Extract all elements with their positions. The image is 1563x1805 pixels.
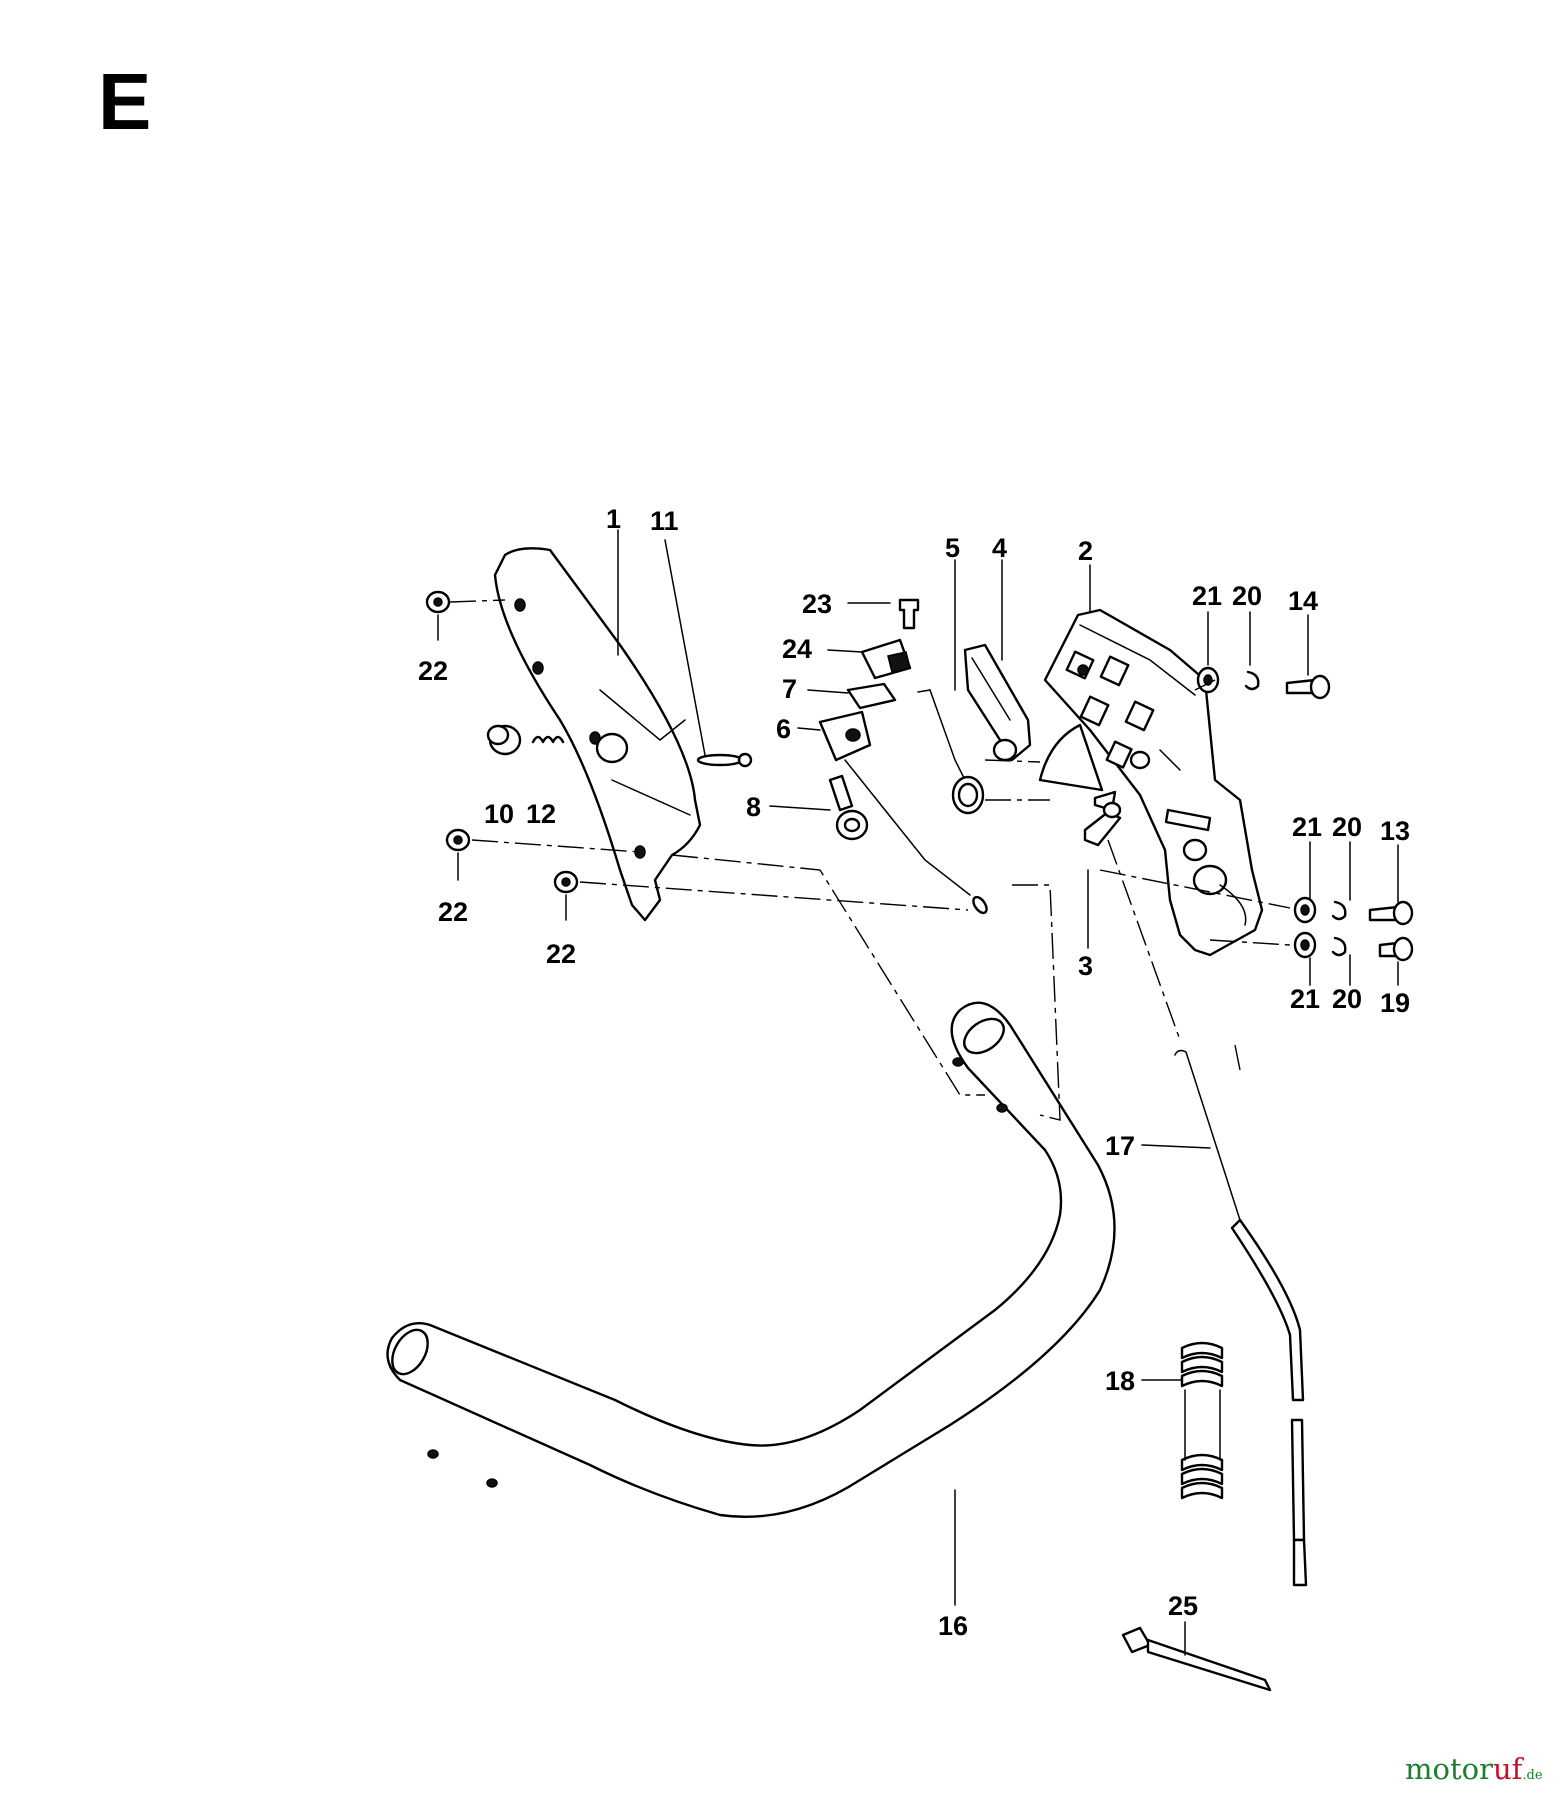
tool-25 — [1121, 1626, 1272, 1692]
handle-bar-end — [963, 1017, 1005, 1055]
callout-8: 8 — [746, 792, 761, 822]
handle-bar-hole — [486, 1478, 498, 1488]
callout-21: 21 — [1290, 984, 1320, 1014]
assembly-line — [984, 759, 1041, 763]
assembly-line — [1194, 679, 1216, 691]
assembly-line — [579, 881, 969, 911]
callout-13: 13 — [1380, 816, 1410, 846]
assembly-line — [1234, 1044, 1241, 1071]
callout-16: 16 — [938, 1611, 968, 1641]
callout-12: 12 — [526, 799, 556, 829]
nut-22 — [553, 870, 579, 894]
switch-6 — [818, 710, 872, 762]
callout-14: 14 — [1288, 586, 1318, 616]
plate-7 — [846, 682, 897, 710]
callout-24: 24 — [782, 634, 812, 664]
assembly-line — [1209, 939, 1291, 946]
assembly-line — [671, 854, 985, 1096]
assembly-line — [1099, 869, 1291, 909]
watermark-logo: motoruf.de — [1405, 1752, 1543, 1786]
assembly-line — [1012, 884, 1061, 1121]
lockwasher-20 — [1331, 936, 1347, 957]
callout-3: 3 — [1078, 951, 1093, 981]
ring-8 — [828, 774, 869, 841]
callout-17: 17 — [1105, 1131, 1135, 1161]
callout-6: 6 — [776, 714, 791, 744]
screw-19 — [1378, 936, 1414, 962]
callout-labels: 1 11 5 4 2 23 24 7 6 8 22 10 12 22 22 21… — [418, 504, 1410, 1641]
callout-20: 20 — [1332, 984, 1362, 1014]
screw-23 — [898, 598, 920, 630]
section-letter: E — [98, 57, 152, 146]
handle-bar-hole — [427, 1449, 439, 1459]
callout-25: 25 — [1168, 1591, 1198, 1621]
washer-21 — [1293, 931, 1317, 959]
callout-7: 7 — [782, 674, 797, 704]
nut-22 — [445, 828, 471, 852]
callout-11: 11 — [650, 506, 679, 536]
pin-11 — [696, 753, 744, 767]
nut-22 — [425, 590, 451, 614]
screw-13 — [1368, 900, 1414, 926]
callout-23: 23 — [802, 589, 832, 619]
assembly-line — [471, 839, 641, 853]
leader-lines — [437, 529, 1399, 1656]
callout-22: 22 — [438, 897, 468, 927]
callout-4: 4 — [992, 533, 1007, 563]
callout-21: 21 — [1192, 581, 1222, 611]
trigger-3 — [1038, 723, 1104, 792]
callout-5: 5 — [945, 533, 960, 563]
spring-18 — [1180, 1341, 1224, 1500]
callout-18: 18 — [1105, 1366, 1135, 1396]
callout-22: 22 — [418, 656, 448, 686]
assembly-line — [449, 599, 506, 603]
assembly-line — [1107, 839, 1181, 1041]
throttle-cable-17 — [1174, 1049, 1308, 1587]
washer-21 — [1293, 896, 1317, 924]
spring-5 — [917, 689, 985, 815]
lockwasher-20 — [1244, 670, 1260, 691]
lockwasher-20 — [1331, 900, 1347, 921]
callout-10: 10 — [484, 799, 514, 829]
screw-14 — [1285, 674, 1331, 700]
callout-1: 1 — [606, 504, 621, 534]
callout-20: 20 — [1232, 581, 1262, 611]
callout-22: 22 — [546, 939, 576, 969]
callout-19: 19 — [1380, 988, 1410, 1018]
handle-bar-end — [391, 1328, 429, 1376]
callout-20: 20 — [1332, 812, 1362, 842]
handle-bar-hole — [952, 1057, 964, 1067]
callout-21: 21 — [1292, 812, 1322, 842]
callout-2: 2 — [1078, 536, 1093, 566]
handle-bar — [386, 1001, 1116, 1518]
cap-10 — [486, 724, 522, 756]
spring-12 — [531, 735, 565, 744]
handle-bar-hole — [996, 1103, 1008, 1113]
